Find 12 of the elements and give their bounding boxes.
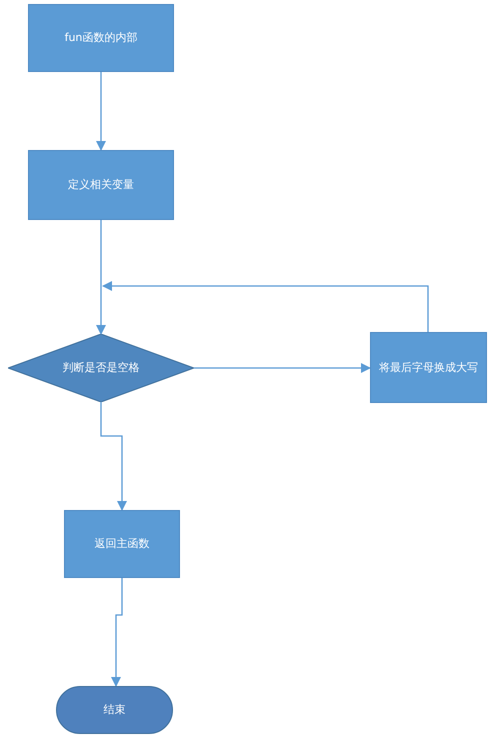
arrow [111,578,123,687]
process-box: fun函数的内部 [28,4,174,72]
terminal-pill: 结束 [56,686,173,734]
arrow [96,220,106,335]
arrow [96,72,106,151]
process-box: 定义相关变量 [28,150,174,220]
process-box: 将最后字母换成大写 [370,332,487,403]
arrow [100,402,127,511]
process-box: 返回主函数 [64,510,180,578]
arrow [102,281,429,332]
decision-diamond: 判断是否是空格 [8,334,194,402]
arrow [194,363,371,373]
